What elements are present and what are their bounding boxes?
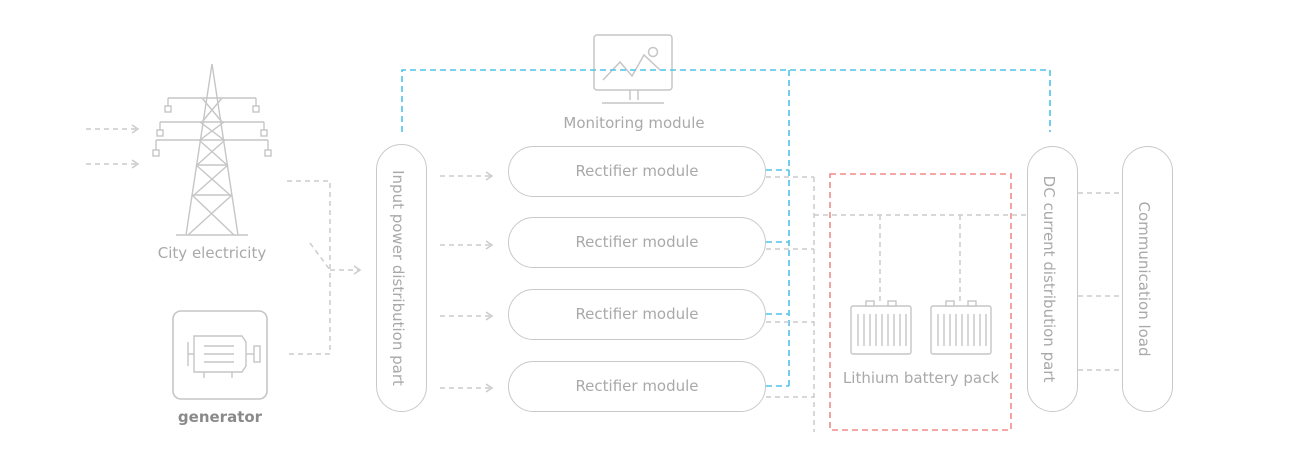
monitoring-module-label: Monitoring module [563,114,705,132]
lithium-battery-container [829,173,1012,431]
monitoring-lines [401,69,1051,387]
communication-load-label: Communication load [1135,201,1153,357]
rectifier-module-label: Rectifier module [575,162,699,180]
generator-label: generator [177,408,263,426]
battery-icon [930,300,992,355]
input-power-distribution-part: Input power distribution part [376,144,427,412]
city-electricity-label: City electricity [157,244,267,262]
source-feed-lines [287,180,362,355]
communication-load: Communication load [1122,146,1173,412]
rectifier-module-3: Rectifier module [508,289,766,340]
dc-current-distribution-label: DC current distribution part [1040,175,1058,383]
monitor-chart-icon [593,34,673,104]
battery-icon [850,300,912,355]
incoming-arrows [86,124,140,169]
power-tower-icon [152,63,272,236]
rectifier-input-arrows [440,171,494,393]
rectifier-module-1: Rectifier module [508,146,766,197]
dc-current-distribution-part: DC current distribution part [1027,146,1078,412]
rectifier-module-label: Rectifier module [575,305,699,323]
lithium-battery-pack-label: Lithium battery pack [842,369,1000,387]
rectifier-module-label: Rectifier module [575,377,699,395]
dc-bus-lines [766,176,1122,432]
rectifier-module-2: Rectifier module [508,217,766,268]
rectifier-module-label: Rectifier module [575,233,699,251]
input-power-distribution-label: Input power distribution part [389,170,407,386]
rectifier-module-4: Rectifier module [508,361,766,412]
engine-generator-icon [172,310,268,400]
